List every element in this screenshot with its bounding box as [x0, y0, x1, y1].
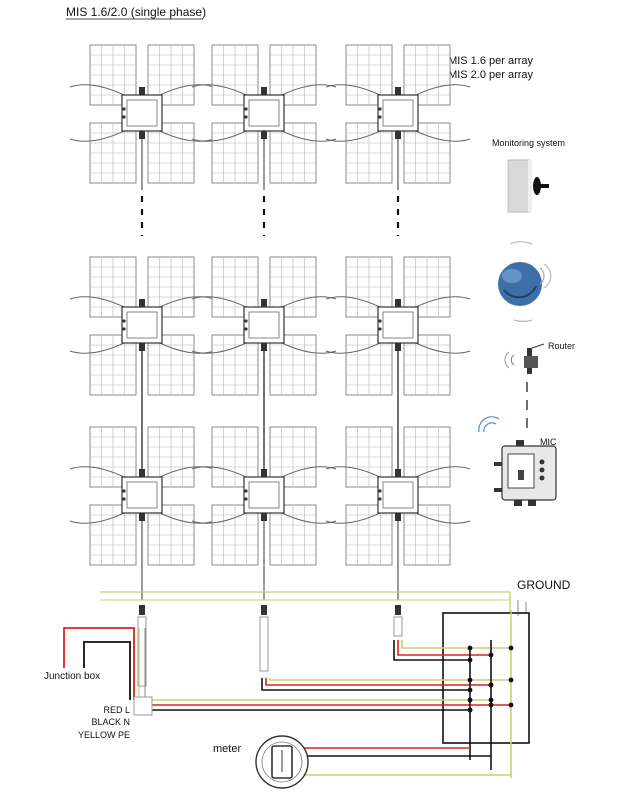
terminal-dot: [467, 697, 473, 703]
solar-panel: [211, 334, 259, 396]
panel-array-block: [325, 256, 471, 396]
wire-black-service: [83, 641, 131, 700]
ac-wiring: [63, 591, 514, 778]
panel-array-block: [69, 426, 215, 566]
solar-panel: [269, 334, 317, 396]
solar-panel: [403, 334, 451, 396]
solar-panel: [403, 122, 451, 184]
router-icon: [504, 343, 545, 374]
ac-connector: [395, 605, 401, 615]
panel-array-block: [325, 44, 471, 184]
wire-black: [393, 640, 470, 661]
ground-label: GROUND: [517, 578, 571, 592]
wire-black: [261, 678, 470, 691]
terminal-dot: [508, 677, 514, 683]
solar-panel: [147, 504, 195, 566]
terminal-dot: [488, 697, 494, 703]
wire-label-black: BLACK N: [91, 717, 130, 727]
wire-yellow: [269, 678, 511, 681]
meter-icon: [255, 735, 309, 789]
wire-label-red: RED L: [103, 705, 130, 715]
wire-red-service: [63, 627, 135, 700]
mic-label: MIC: [540, 437, 557, 447]
solar-panel: [89, 334, 137, 396]
solar-panel: [269, 122, 317, 184]
terminal-dot: [508, 702, 514, 708]
solar-panel-arrays: [69, 44, 471, 600]
panel-array-block: [191, 44, 337, 184]
solar-panel: [89, 504, 137, 566]
terminal-dot: [467, 687, 473, 693]
solar-panel: [89, 122, 137, 184]
diagram-title: MIS 1.6/2.0 (single phase): [66, 5, 206, 19]
wire-red: [397, 640, 491, 656]
terminal-dot: [488, 682, 494, 688]
microinverter: [69, 84, 215, 142]
panel-array-block: [191, 256, 337, 396]
microinverter: [69, 296, 215, 354]
meter-label: meter: [213, 743, 241, 755]
solar-panel: [345, 334, 393, 396]
terminal-dot: [467, 707, 473, 713]
ac-connector: [139, 605, 145, 615]
wire-red: [265, 678, 491, 686]
continuation-marks: [140, 196, 400, 236]
terminal-dot: [467, 657, 473, 663]
panel-array-block: [191, 426, 337, 566]
distribution-box: [442, 612, 530, 744]
solar-panel: [211, 504, 259, 566]
terminal-dot: [488, 652, 494, 658]
monitoring-system-icon: [507, 159, 549, 213]
terminal-dot: [467, 645, 473, 651]
terminal-dot: [488, 702, 494, 708]
panel-array-block: [69, 256, 215, 396]
junction-box: [133, 696, 153, 716]
wire-yellow: [401, 640, 511, 649]
microinverter: [69, 466, 215, 524]
solar-panel: [403, 504, 451, 566]
panel-array-block: [325, 426, 471, 566]
terminal-dot: [467, 677, 473, 683]
internet-globe-icon: [498, 241, 552, 322]
router-label: Router: [548, 341, 575, 351]
wire-label-yellow: YELLOW PE: [78, 730, 130, 740]
terminal-dot: [508, 645, 514, 651]
ground-rail: [100, 591, 511, 600]
drop-cable: [137, 616, 147, 687]
solar-panel: [269, 504, 317, 566]
drop-cable: [259, 616, 269, 672]
solar-panel: [147, 122, 195, 184]
solar-panel: [147, 334, 195, 396]
microinverter: [325, 296, 471, 354]
solar-panel: [89, 44, 137, 106]
solar-panel: [345, 122, 393, 184]
junction-box-label: Junction box: [44, 671, 100, 682]
solar-panel: [211, 122, 259, 184]
solar-panel: [345, 504, 393, 566]
panel-array-block: [69, 44, 215, 184]
mic-device-icon: [478, 416, 557, 506]
drop-cable: [393, 616, 403, 637]
monitoring-label: Monitoring system: [492, 138, 565, 148]
microinverter: [191, 296, 337, 354]
ac-connector: [261, 605, 267, 615]
